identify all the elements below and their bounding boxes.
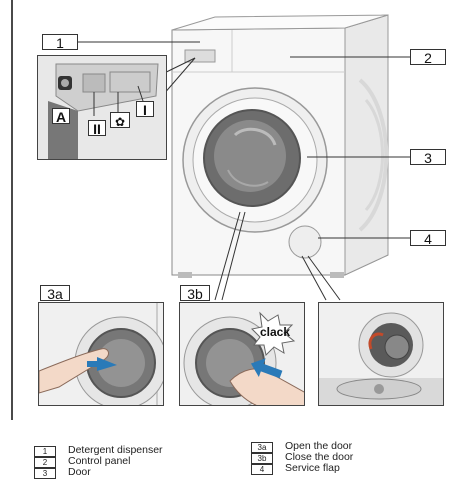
legend-label: Close the door <box>285 451 354 463</box>
service-flap-panel <box>318 302 444 406</box>
compartment-i-label: I <box>136 101 154 118</box>
page-margin-line <box>11 0 13 420</box>
legend-key: 4 <box>251 464 273 475</box>
legend-key: 3a <box>251 442 273 453</box>
callout-2: 2 <box>410 49 446 66</box>
legend-label: Control panel <box>68 455 131 467</box>
callout-1: 1 <box>42 34 78 51</box>
close-door-panel: clack <box>179 302 305 406</box>
legend-left: 1 Detergent dispenser 2 Control panel 3 … <box>34 444 234 479</box>
open-door-panel <box>38 302 164 406</box>
callout-3: 3 <box>410 149 446 166</box>
compartment-flower-label: ✿ <box>110 112 130 129</box>
legend-item: 3b Close the door <box>251 451 451 464</box>
legend-label: Door <box>68 466 91 478</box>
dispenser-inset: A II ✿ I <box>37 55 167 160</box>
legend-right: 3a Open the door 3b Close the door 4 Ser… <box>251 440 451 475</box>
legend-key: 2 <box>34 457 56 468</box>
legend-item: 3a Open the door <box>251 440 451 453</box>
compartment-a-label: A <box>52 108 70 125</box>
callout-3b: 3b <box>180 285 210 302</box>
legend-key: 3b <box>251 453 273 464</box>
legend-label: Open the door <box>285 440 353 452</box>
flower-icon: ✿ <box>114 115 126 129</box>
legend-item: 4 Service flap <box>251 462 451 475</box>
callout-4: 4 <box>410 230 446 247</box>
legend-item: 2 Control panel <box>34 455 234 468</box>
legend-label: Detergent dispenser <box>68 444 163 456</box>
legend-item: 1 Detergent dispenser <box>34 444 234 457</box>
legend-label: Service flap <box>285 462 340 474</box>
compartment-ii-label: II <box>88 120 106 137</box>
clack-text: clack <box>260 325 291 339</box>
legend-item: 3 Door <box>34 466 234 479</box>
legend-key: 1 <box>34 446 56 457</box>
callout-3a: 3a <box>40 285 70 302</box>
legend-key: 3 <box>34 468 56 479</box>
